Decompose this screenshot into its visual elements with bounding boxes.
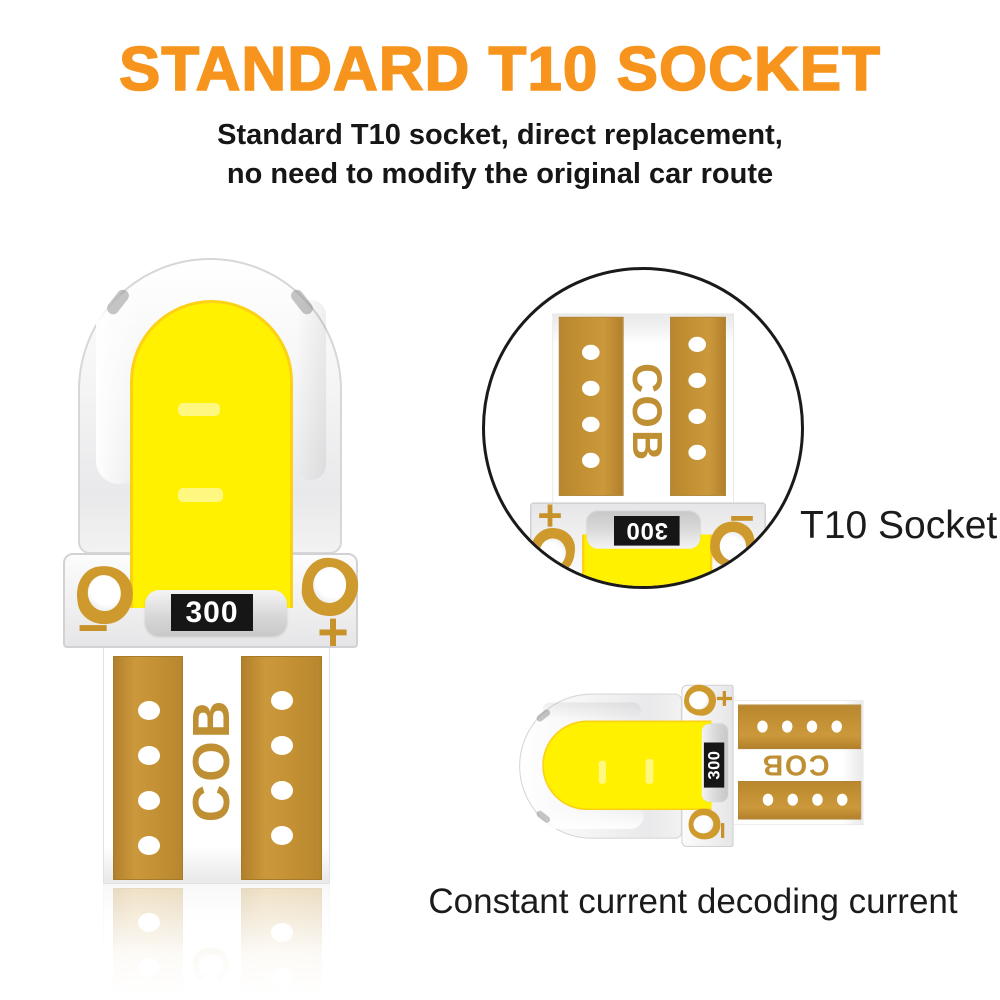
subtitle-line-2: no need to modify the original car route bbox=[226, 158, 774, 190]
bulb-front-view: 300 − + COB bbox=[63, 256, 360, 884]
led-highlight bbox=[598, 760, 606, 784]
copper-pad bbox=[738, 704, 862, 750]
pcb-brand-label: COB bbox=[177, 918, 247, 1000]
pad-hole bbox=[271, 826, 293, 845]
pad-hole bbox=[837, 793, 848, 806]
t10-led-bulb: 300 − + COB bbox=[518, 683, 864, 847]
resistor-value: 300 bbox=[185, 595, 239, 629]
mount-hole-inner bbox=[538, 537, 567, 569]
pad-hole bbox=[582, 452, 600, 468]
cob-led-chip bbox=[130, 300, 293, 608]
copper-pad bbox=[113, 888, 183, 1000]
pad-hole bbox=[688, 372, 706, 388]
resistor-value: 300 bbox=[625, 518, 669, 545]
minus-polarity-icon: − bbox=[706, 821, 740, 840]
resistor-chip: 300 bbox=[171, 594, 253, 631]
mount-hole-inner bbox=[688, 690, 710, 711]
copper-pad bbox=[241, 888, 322, 1000]
bulb-side-view: 300 − + COB bbox=[518, 683, 866, 849]
resistor-chip: 300 bbox=[703, 742, 725, 788]
led-highlight bbox=[645, 759, 654, 784]
glass-reflection-mark bbox=[104, 287, 132, 317]
plus-polarity-icon: + bbox=[317, 602, 349, 662]
pad-hole bbox=[806, 720, 818, 733]
copper-pad bbox=[670, 316, 726, 496]
plus-polarity-icon: + bbox=[708, 689, 742, 708]
pad-hole bbox=[582, 416, 600, 432]
led-highlight bbox=[178, 403, 220, 416]
pad-hole bbox=[787, 793, 798, 806]
bottom-caption: Constant current decoding current bbox=[428, 882, 958, 921]
resistor-value: 300 bbox=[704, 750, 723, 780]
socket-zoom-inset-circle: 300 − + COB bbox=[482, 267, 804, 589]
copper-pad bbox=[241, 656, 322, 880]
t10-led-bulb: 300 − + COB bbox=[63, 884, 358, 1000]
pad-hole bbox=[688, 444, 706, 460]
inset-label: T10 Socket bbox=[800, 504, 998, 547]
pad-hole bbox=[688, 408, 706, 424]
page-title: STANDARD T10 SOCKET bbox=[118, 34, 881, 105]
copper-pad bbox=[113, 656, 183, 880]
pcb-tail: COB bbox=[103, 884, 330, 1000]
minus-polarity-icon: − bbox=[729, 494, 755, 543]
cob-led-chip bbox=[542, 720, 712, 811]
pad-hole bbox=[138, 746, 160, 765]
pcb-tail: COB bbox=[552, 313, 734, 503]
mount-hole-inner bbox=[311, 565, 348, 605]
pad-hole bbox=[138, 913, 160, 932]
pad-hole bbox=[812, 793, 823, 806]
glass-reflection-mark bbox=[535, 809, 552, 825]
pad-hole bbox=[138, 701, 160, 720]
pad-hole bbox=[688, 336, 706, 352]
pad-hole bbox=[831, 720, 842, 733]
pcb-tail: COB bbox=[103, 648, 330, 884]
pad-hole bbox=[582, 344, 600, 360]
led-highlight bbox=[178, 488, 223, 502]
pad-hole bbox=[271, 781, 293, 800]
copper-pad bbox=[558, 316, 624, 496]
pad-hole bbox=[271, 736, 293, 755]
pad-hole bbox=[138, 958, 160, 977]
t10-led-bulb: 300 − + COB bbox=[528, 313, 766, 586]
pad-hole bbox=[138, 836, 160, 855]
subtitle: Standard T10 socket, direct replacement,… bbox=[0, 116, 1000, 194]
pad-hole bbox=[757, 720, 768, 733]
pad-hole bbox=[138, 791, 160, 810]
bulb-reflection: 300 − + COB bbox=[63, 884, 358, 1000]
copper-pad bbox=[738, 781, 862, 820]
pcb-tail: COB bbox=[733, 700, 864, 825]
pcb-brand-label: COB bbox=[760, 749, 830, 781]
resistor-chip: 300 bbox=[614, 516, 680, 546]
minus-polarity-icon: − bbox=[77, 598, 109, 658]
subtitle-line-1: Standard T10 socket, direct replacement, bbox=[217, 119, 783, 151]
pad-hole bbox=[271, 968, 293, 987]
plus-polarity-icon: + bbox=[537, 491, 563, 540]
pad-hole bbox=[271, 691, 293, 710]
pad-hole bbox=[762, 793, 774, 806]
pad-hole bbox=[582, 380, 600, 396]
pad-hole bbox=[782, 720, 793, 733]
pad-hole bbox=[271, 923, 293, 942]
pcb-brand-label: COB bbox=[623, 362, 670, 463]
glass-reflection-mark bbox=[535, 708, 552, 723]
t10-led-bulb: 300 − + COB bbox=[63, 256, 360, 884]
pcb-brand-label: COB bbox=[183, 697, 241, 823]
glass-reflection-mark bbox=[288, 287, 316, 317]
